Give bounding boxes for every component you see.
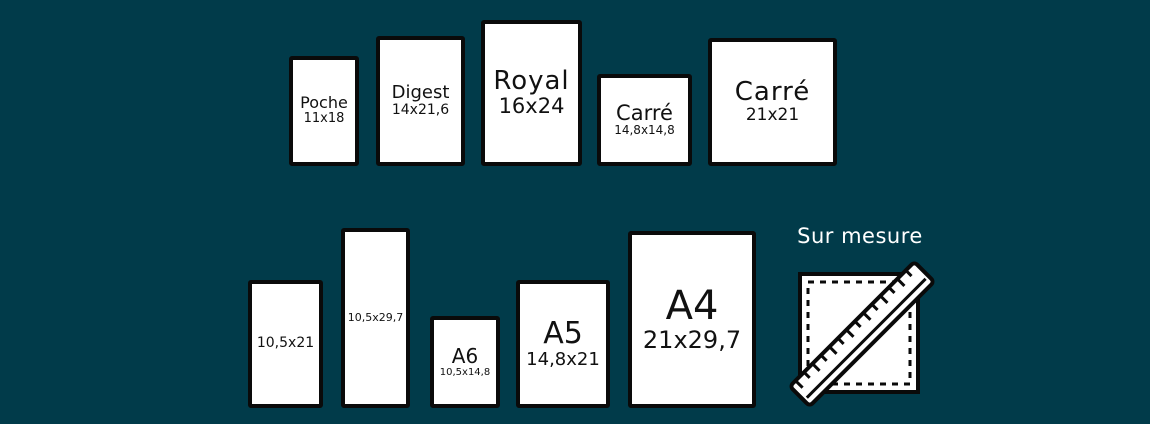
custom-size-label: Sur mesure bbox=[797, 224, 923, 248]
format-dimensions: 21x21 bbox=[745, 105, 800, 126]
format-dimensions: 10,5x14,8 bbox=[439, 367, 491, 378]
ruler-square-icon[interactable] bbox=[778, 252, 946, 420]
format-dimensions: 16x24 bbox=[498, 94, 565, 119]
format-card-poche[interactable]: Poche 11x18 bbox=[289, 56, 359, 166]
format-name: Royal bbox=[493, 65, 570, 96]
format-name: Digest bbox=[391, 81, 450, 103]
format-card-royal[interactable]: Royal 16x24 bbox=[481, 20, 582, 166]
format-card-a6[interactable]: A6 10,5x14,8 bbox=[430, 316, 500, 408]
format-card-a4[interactable]: A4 21x29,7 bbox=[628, 231, 756, 408]
format-card-carre-small[interactable]: Carré 14,8x14,8 bbox=[597, 74, 692, 166]
format-dimensions: 14,8x21 bbox=[526, 348, 600, 370]
format-dimensions: 21x29,7 bbox=[642, 326, 742, 355]
format-card-10x21[interactable]: 10,5x21 bbox=[248, 280, 323, 408]
format-name: A6 bbox=[451, 344, 479, 368]
format-dimensions: 14,8x14,8 bbox=[614, 123, 675, 138]
format-name: Carré bbox=[734, 77, 811, 107]
format-dimensions: 11x18 bbox=[303, 111, 345, 127]
format-name: A4 bbox=[665, 283, 719, 330]
format-card-10x29[interactable]: 10,5x29,7 bbox=[341, 228, 410, 408]
format-dimensions: 10,5x29,7 bbox=[347, 310, 404, 324]
format-name: A5 bbox=[543, 316, 583, 352]
format-dimensions: 10,5x21 bbox=[256, 335, 315, 352]
format-card-a5[interactable]: A5 14,8x21 bbox=[516, 280, 610, 408]
format-card-carre-large[interactable]: Carré 21x21 bbox=[708, 38, 837, 166]
format-name: Poche bbox=[300, 93, 348, 113]
format-dimensions: 14x21,6 bbox=[391, 101, 450, 118]
format-card-digest[interactable]: Digest 14x21,6 bbox=[376, 36, 465, 166]
format-name: Carré bbox=[616, 101, 673, 126]
